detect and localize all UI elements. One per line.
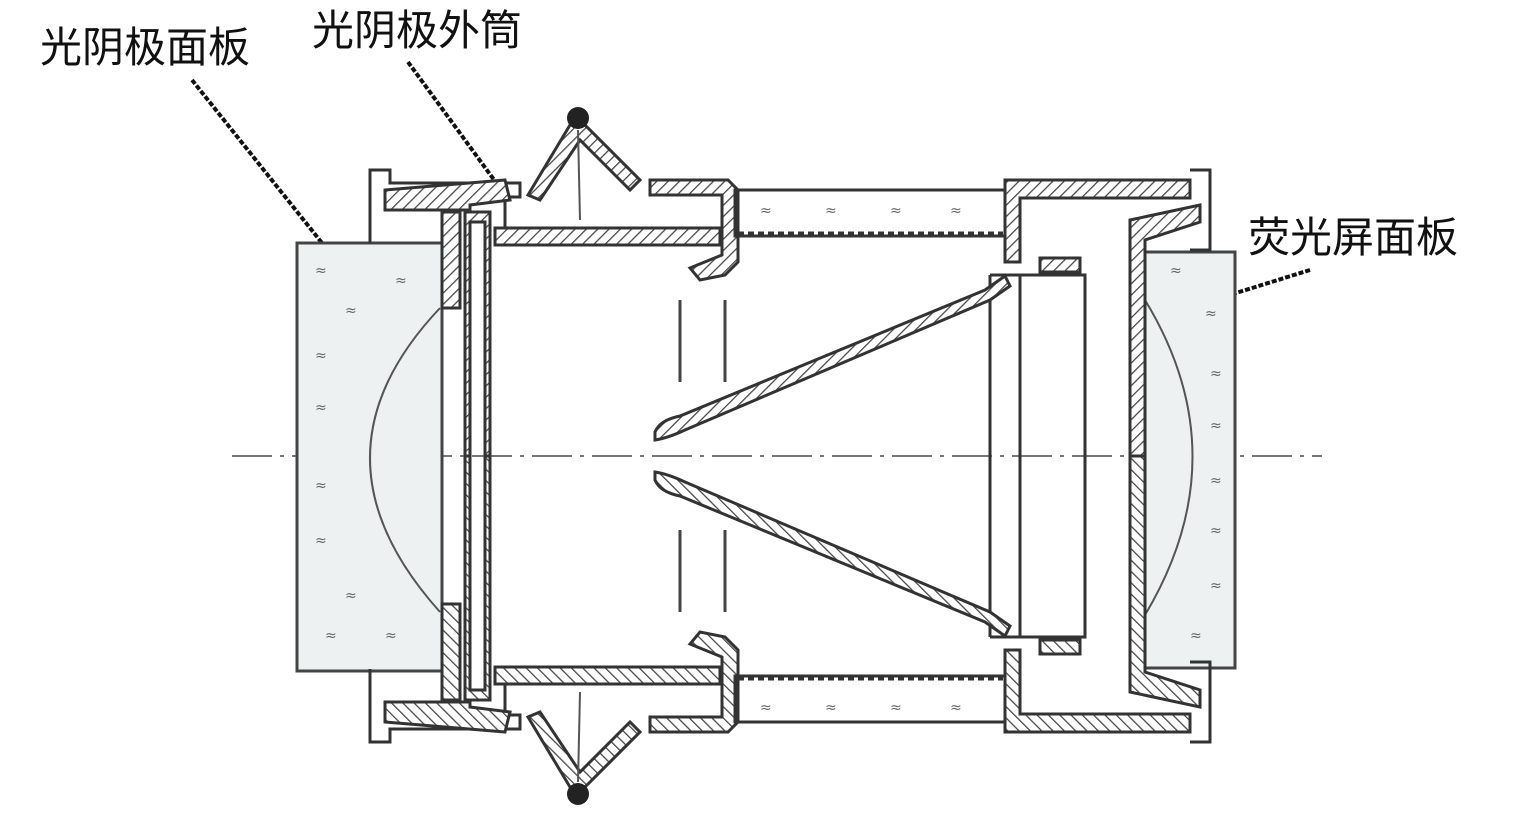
svg-text:≈: ≈ bbox=[825, 203, 837, 219]
svg-text:≈: ≈ bbox=[1190, 628, 1202, 644]
anode-cone bbox=[653, 273, 1012, 442]
svg-text:≈: ≈ bbox=[890, 203, 902, 219]
svg-text:≈: ≈ bbox=[1210, 418, 1222, 434]
leader-photocathode-outer-cylinder bbox=[406, 60, 502, 190]
label-photocathode-outer-cylinder: 光阴极外筒 bbox=[312, 6, 522, 55]
svg-text:≈: ≈ bbox=[760, 203, 772, 219]
cathode-flange bbox=[383, 178, 512, 212]
cathode-seal bbox=[440, 210, 462, 310]
contact-pin-v bbox=[525, 123, 643, 202]
svg-text:≈: ≈ bbox=[315, 478, 327, 494]
phosphor-screen-faceplate bbox=[1143, 250, 1237, 670]
svg-text:≈: ≈ bbox=[1205, 306, 1217, 322]
svg-text:≈: ≈ bbox=[950, 700, 962, 716]
svg-text:≈: ≈ bbox=[315, 533, 327, 549]
svg-text:≈: ≈ bbox=[345, 588, 357, 604]
contact-pin-ball bbox=[567, 107, 589, 129]
svg-text:≈: ≈ bbox=[1210, 578, 1222, 594]
tube-upper-half bbox=[368, 107, 1212, 458]
svg-text:≈: ≈ bbox=[325, 628, 337, 644]
leader-phosphor-screen-faceplate bbox=[1235, 268, 1311, 295]
svg-text:≈: ≈ bbox=[315, 400, 327, 416]
svg-text:≈: ≈ bbox=[315, 263, 327, 279]
anode-housing bbox=[1003, 178, 1192, 264]
svg-text:≈: ≈ bbox=[385, 628, 397, 644]
photocathode-outer-cylinder bbox=[493, 226, 722, 247]
svg-text:≈: ≈ bbox=[760, 700, 772, 716]
cathode-plate-holder bbox=[463, 210, 492, 458]
svg-text:≈: ≈ bbox=[950, 203, 962, 219]
svg-text:≈: ≈ bbox=[825, 700, 837, 716]
svg-text:≈: ≈ bbox=[345, 303, 357, 319]
svg-text:≈: ≈ bbox=[395, 273, 407, 289]
svg-text:≈: ≈ bbox=[1210, 473, 1222, 489]
label-photocathode-faceplate: 光阴极面板 bbox=[40, 23, 250, 72]
leader-photocathode-faceplate bbox=[190, 78, 324, 245]
electrode-hook bbox=[648, 178, 740, 282]
glass-marks: ≈ ≈ ≈ ≈ ≈ ≈ ≈ ≈ ≈ ≈ ≈ ≈ ≈ ≈ ≈ ≈ ≈ ≈ ≈ ≈ … bbox=[315, 203, 1222, 716]
svg-text:≈: ≈ bbox=[1210, 366, 1222, 382]
svg-text:≈: ≈ bbox=[890, 700, 902, 716]
tube-lower-half bbox=[368, 454, 1212, 807]
svg-text:≈: ≈ bbox=[1170, 263, 1182, 279]
svg-text:≈: ≈ bbox=[1210, 523, 1222, 539]
svg-text:≈: ≈ bbox=[315, 348, 327, 364]
phosphor-screen-curved-surface bbox=[1144, 299, 1194, 616]
photocathode-curved-surface bbox=[369, 307, 441, 613]
label-phosphor-screen-faceplate: 荧光屏面板 bbox=[1248, 213, 1458, 262]
